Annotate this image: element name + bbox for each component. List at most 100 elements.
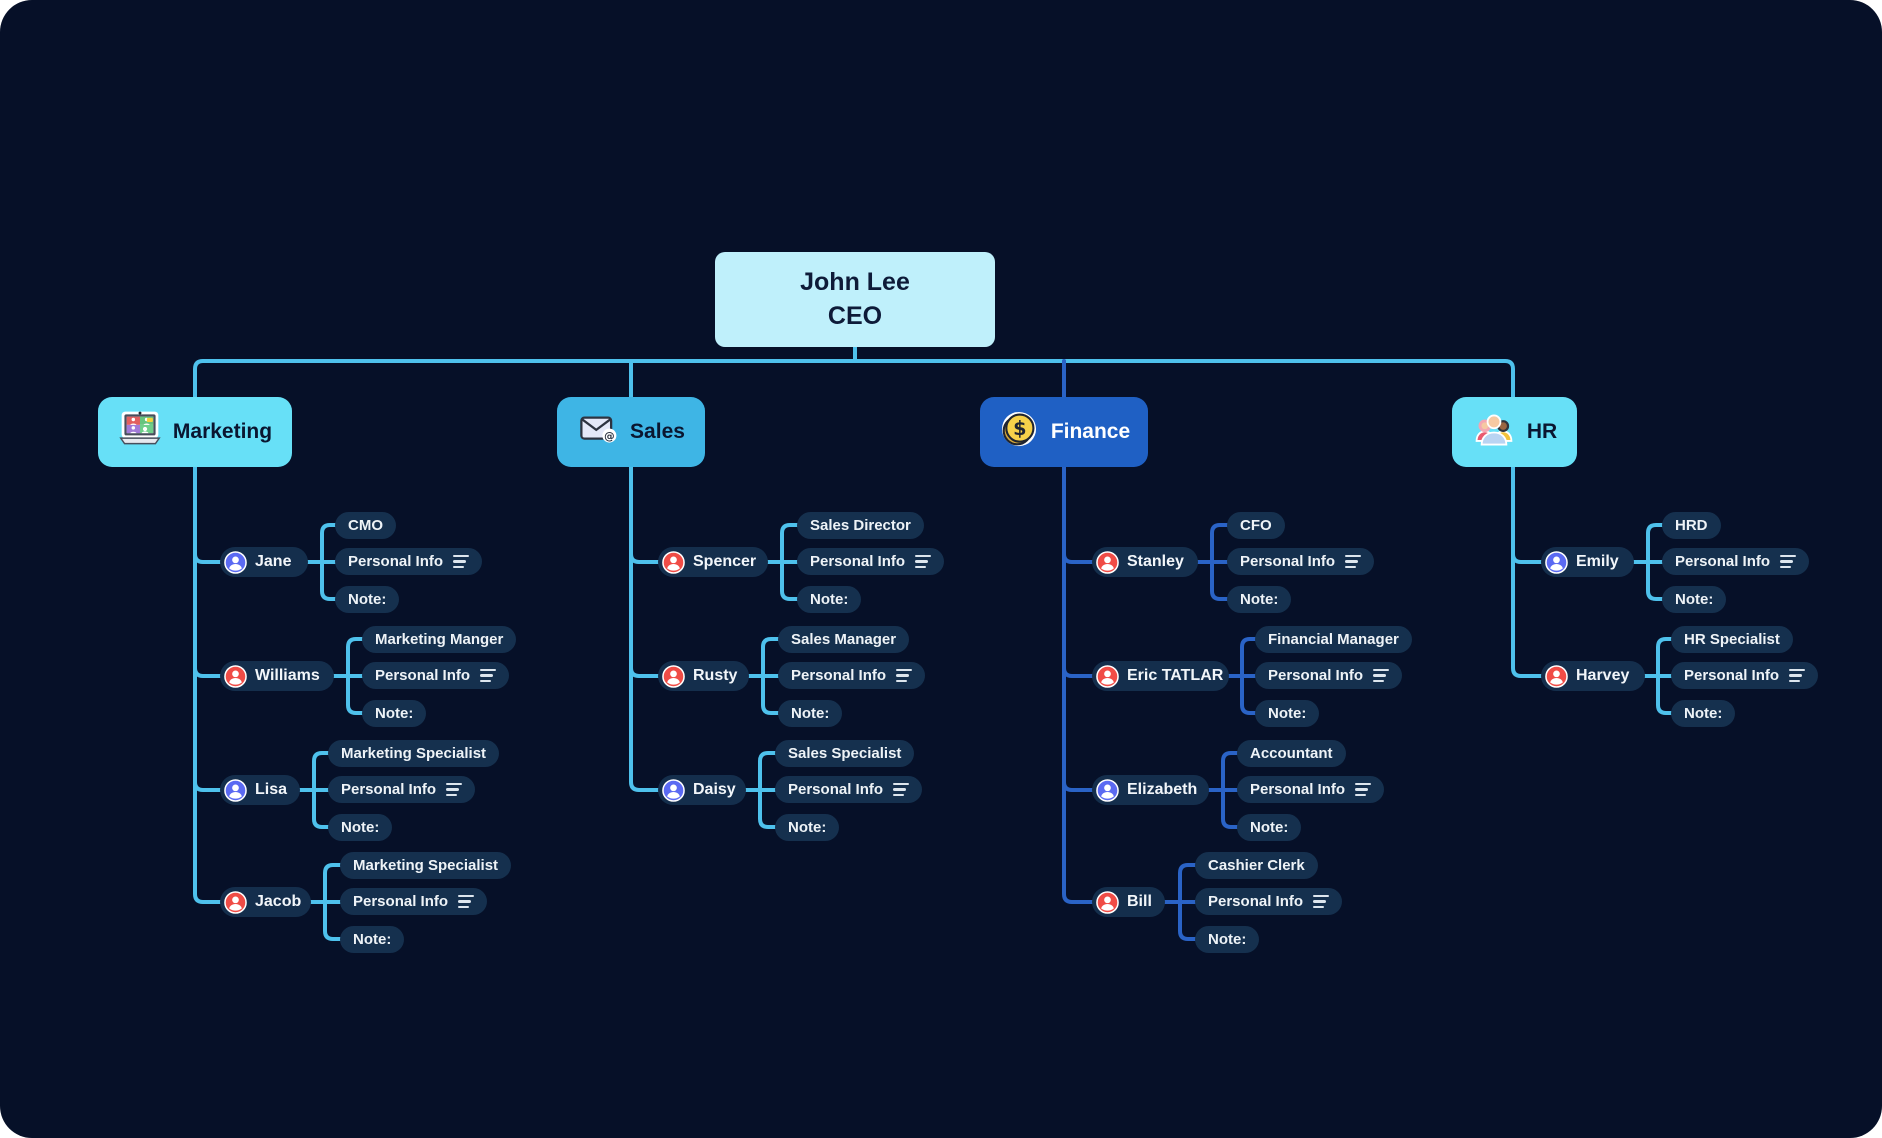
menu-lines-icon	[458, 894, 475, 909]
job-title-pill[interactable]: Sales Director	[797, 512, 924, 539]
note-pill[interactable]: Note:	[1237, 814, 1302, 841]
job-title-pill[interactable]: HRD	[1662, 512, 1721, 539]
personal-info-pill[interactable]: Personal Info	[1227, 548, 1375, 575]
personal-info-pill[interactable]: Personal Info	[775, 776, 923, 803]
note-pill[interactable]: Note:	[778, 700, 843, 727]
person-node-williams[interactable]: Williams	[220, 661, 334, 691]
personal-info-label: Personal Info	[788, 781, 884, 798]
note-pill[interactable]: Note:	[775, 814, 840, 841]
person-node-emily[interactable]: Emily	[1541, 547, 1634, 577]
person-name: Lisa	[255, 781, 288, 798]
person-name: Daisy	[693, 781, 736, 798]
person-name: Stanley	[1127, 553, 1184, 570]
job-title-pill[interactable]: CMO	[335, 512, 396, 539]
dept-node-hr[interactable]: HR	[1452, 397, 1577, 467]
note-label: Note:	[788, 819, 827, 836]
personal-info-label: Personal Info	[348, 553, 444, 570]
job-title-pill[interactable]: Sales Specialist	[775, 740, 915, 767]
dept-node-finance[interactable]: $ Finance	[980, 397, 1148, 467]
personal-info-label: Personal Info	[1250, 781, 1346, 798]
person-node-lisa[interactable]: Lisa	[220, 775, 300, 805]
person-node-jacob[interactable]: Jacob	[220, 887, 311, 917]
person-node-harvey[interactable]: Harvey	[1541, 661, 1645, 691]
personal-info-label: Personal Info	[810, 553, 906, 570]
dept-label: Finance	[1050, 420, 1131, 443]
person-node-bill[interactable]: Bill	[1092, 887, 1165, 917]
job-title-pill[interactable]: Cashier Clerk	[1195, 852, 1318, 879]
job-title-text: HR Specialist	[1684, 631, 1780, 648]
person-node-stanley[interactable]: Stanley	[1092, 547, 1198, 577]
note-label: Note:	[1268, 705, 1307, 722]
personal-info-pill[interactable]: Personal Info	[335, 548, 483, 575]
note-pill[interactable]: Note:	[1195, 926, 1260, 953]
note-pill[interactable]: Note:	[1255, 700, 1320, 727]
dept-label: Sales	[630, 420, 685, 443]
person-name: Bill	[1127, 893, 1152, 910]
user-avatar-icon	[1545, 550, 1568, 574]
personal-info-pill[interactable]: Personal Info	[1255, 662, 1403, 689]
dept-node-sales[interactable]: @ Sales	[557, 397, 705, 467]
menu-lines-icon	[1345, 554, 1362, 569]
person-name: Eric TATLAR	[1127, 667, 1224, 684]
note-pill[interactable]: Note:	[328, 814, 393, 841]
menu-lines-icon	[1355, 782, 1372, 797]
person-node-spencer[interactable]: Spencer	[658, 547, 768, 577]
person-name: Harvey	[1576, 667, 1630, 684]
menu-lines-icon	[480, 668, 497, 683]
person-node-daisy[interactable]: Daisy	[658, 775, 746, 805]
personal-info-pill[interactable]: Personal Info	[328, 776, 476, 803]
personal-info-label: Personal Info	[1268, 667, 1364, 684]
person-node-eric-tatlar[interactable]: Eric TATLAR	[1092, 661, 1229, 691]
personal-info-pill[interactable]: Personal Info	[340, 888, 488, 915]
note-pill[interactable]: Note:	[797, 586, 862, 613]
menu-lines-icon	[1373, 668, 1390, 683]
personal-info-pill[interactable]: Personal Info	[1237, 776, 1385, 803]
dept-label: Marketing	[172, 420, 273, 443]
job-title-pill[interactable]: Marketing Specialist	[328, 740, 500, 767]
job-title-pill[interactable]: CFO	[1227, 512, 1285, 539]
menu-lines-icon	[1789, 668, 1806, 683]
svg-text:$: $	[1013, 417, 1026, 440]
menu-lines-icon	[915, 554, 932, 569]
menu-lines-icon	[446, 782, 463, 797]
job-title-pill[interactable]: Financial Manager	[1255, 626, 1412, 653]
personal-info-label: Personal Info	[375, 667, 471, 684]
job-title-text: Sales Specialist	[788, 745, 902, 762]
user-avatar-icon	[1096, 778, 1119, 802]
menu-lines-icon	[453, 554, 470, 569]
job-title-pill[interactable]: Sales Manager	[778, 626, 910, 653]
note-label: Note:	[1208, 931, 1247, 948]
note-label: Note:	[1675, 591, 1714, 608]
user-avatar-icon	[662, 550, 685, 574]
personal-info-pill[interactable]: Personal Info	[362, 662, 510, 689]
note-label: Note:	[341, 819, 380, 836]
people-group-icon	[1472, 407, 1516, 457]
note-pill[interactable]: Note:	[1671, 700, 1736, 727]
job-title-pill[interactable]: HR Specialist	[1671, 626, 1793, 653]
personal-info-pill[interactable]: Personal Info	[797, 548, 945, 575]
person-node-jane[interactable]: Jane	[220, 547, 308, 577]
note-pill[interactable]: Note:	[335, 586, 400, 613]
job-title-pill[interactable]: Marketing Specialist	[340, 852, 512, 879]
dept-node-marketing[interactable]: Marketing	[98, 397, 292, 467]
personal-info-pill[interactable]: Personal Info	[1662, 548, 1810, 575]
note-pill[interactable]: Note:	[1227, 586, 1292, 613]
note-pill[interactable]: Note:	[362, 700, 427, 727]
note-pill[interactable]: Note:	[340, 926, 405, 953]
person-name: Rusty	[693, 667, 738, 684]
person-name: Williams	[255, 667, 320, 684]
person-node-elizabeth[interactable]: Elizabeth	[1092, 775, 1209, 805]
personal-info-label: Personal Info	[791, 667, 887, 684]
root-node-ceo[interactable]: John Lee CEO	[715, 252, 995, 347]
job-title-text: Financial Manager	[1268, 631, 1399, 648]
note-label: Note:	[353, 931, 392, 948]
ceo-title: CEO	[827, 301, 883, 330]
job-title-pill[interactable]: Marketing Manger	[362, 626, 517, 653]
person-node-rusty[interactable]: Rusty	[658, 661, 749, 691]
job-title-pill[interactable]: Accountant	[1237, 740, 1346, 767]
job-title-text: Accountant	[1250, 745, 1333, 762]
note-pill[interactable]: Note:	[1662, 586, 1727, 613]
personal-info-pill[interactable]: Personal Info	[1195, 888, 1343, 915]
personal-info-pill[interactable]: Personal Info	[778, 662, 926, 689]
personal-info-pill[interactable]: Personal Info	[1671, 662, 1819, 689]
